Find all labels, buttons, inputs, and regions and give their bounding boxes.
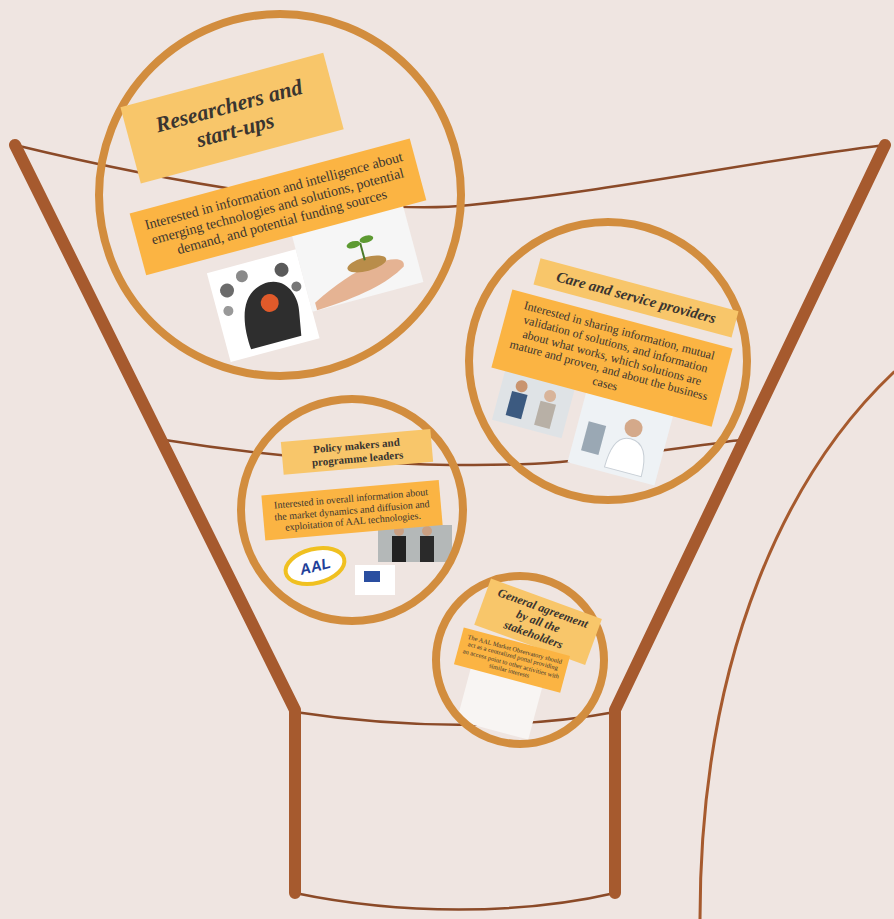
person	[420, 536, 434, 562]
node-body: Interested in overall information about …	[261, 480, 442, 540]
head-silhouette	[235, 276, 306, 349]
gear	[235, 269, 250, 284]
logo-ring	[282, 542, 348, 590]
funnel-side	[615, 145, 885, 893]
coins	[346, 252, 388, 276]
decor-curve	[700, 372, 894, 919]
person	[506, 391, 528, 419]
funnel-bottom	[295, 893, 615, 910]
image-frame	[378, 525, 452, 562]
circle-border	[241, 399, 463, 621]
person	[543, 389, 558, 404]
circle-border	[436, 576, 604, 744]
gear	[290, 280, 302, 292]
person	[623, 417, 645, 439]
aal-logo	[282, 542, 348, 590]
stakeholder-circle: General agreement by all the stakeholder…	[432, 572, 608, 748]
gear	[218, 282, 235, 299]
person	[422, 526, 432, 536]
stakeholder-circle: Policy makers and programme leadersInter…	[237, 395, 467, 625]
stakeholder-circle: Care and service providersInterested in …	[465, 218, 751, 504]
node-heading: Policy makers and programme leaders	[281, 429, 433, 475]
eu-flag	[364, 571, 380, 582]
person	[392, 536, 406, 562]
gear	[259, 292, 281, 314]
circle-border	[99, 14, 461, 376]
gear	[222, 305, 234, 317]
circle-border	[469, 222, 747, 500]
gear	[273, 261, 290, 278]
handshake-photo	[378, 525, 452, 562]
image-frame	[355, 565, 395, 595]
device	[581, 421, 606, 455]
logo-text: AAL	[298, 554, 332, 578]
leaf	[359, 234, 374, 244]
person	[534, 401, 556, 429]
person	[605, 434, 651, 477]
node-heading: Researchers and start-ups	[120, 53, 343, 183]
leaf	[346, 240, 361, 250]
eu-logo	[355, 565, 395, 595]
stakeholder-circle: Researchers and start-upsInterested in i…	[95, 10, 465, 380]
person	[514, 379, 529, 394]
sprout	[360, 243, 365, 260]
